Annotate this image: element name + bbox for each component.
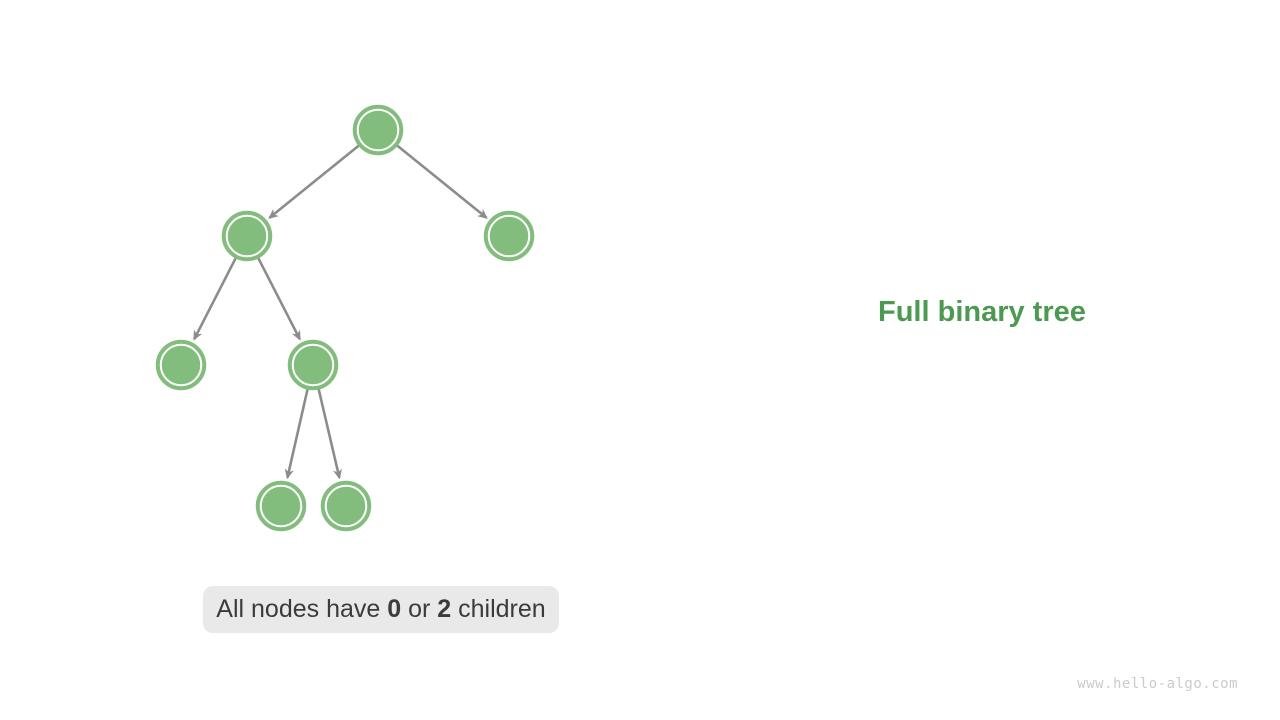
diagram-title: Full binary tree [878, 296, 1086, 328]
tree-node-lr [287, 339, 339, 391]
tree-node-lrl [255, 480, 307, 532]
tree-edge-lr-lrr [317, 389, 342, 480]
tree-node-root [352, 104, 404, 156]
tree-edge-l-ll [193, 257, 237, 341]
tree-edge-root-r [396, 144, 488, 219]
tree-node-l [221, 210, 273, 262]
caption-box: All nodes have 0 or 2 children [203, 586, 559, 633]
caption-bold-zero: 0 [387, 595, 402, 623]
watermark-url: www.hello-algo.com [1077, 676, 1238, 692]
caption-text: All nodes have 0 or 2 children [216, 597, 545, 622]
caption-text-suffix: children [451, 595, 546, 623]
tree-edge-lr-lrl [284, 389, 309, 480]
tree-edge-l-lr [257, 257, 301, 341]
tree-edge-root-l [268, 144, 360, 219]
caption-text-middle: or [401, 595, 438, 623]
tree-node-ll [155, 339, 207, 391]
tree-node-r [483, 210, 535, 262]
caption-text-prefix: All nodes have [216, 595, 388, 623]
tree-node-lrr [320, 480, 372, 532]
caption-bold-two: 2 [437, 595, 452, 623]
